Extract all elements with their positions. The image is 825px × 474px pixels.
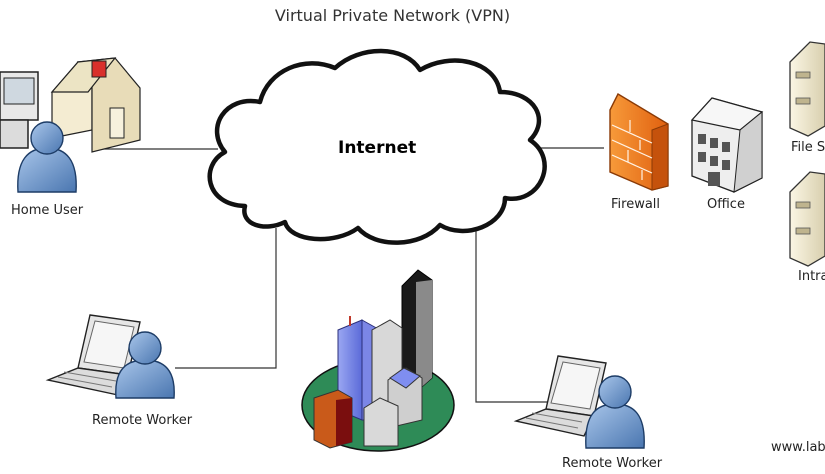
- office-building-icon: [690, 97, 764, 193]
- intranet-server-label: Intra: [798, 269, 825, 284]
- diagram-title: Virtual Private Network (VPN): [274, 6, 511, 25]
- firewall-label: Firewall: [611, 197, 661, 212]
- link-remote-bottom-internet: [475, 214, 552, 403]
- watermark-text: www.lab: [771, 440, 825, 455]
- home-user-person-icon: [17, 121, 77, 193]
- remote-worker-bottom-label: Remote Worker: [562, 456, 663, 471]
- laptop-bottom-icon: [513, 355, 607, 437]
- intranet-server-icon: [789, 171, 825, 267]
- city-buildings-icon: [301, 269, 455, 452]
- link-remote-left-internet: [175, 228, 277, 369]
- home-user-label: Home User: [11, 203, 84, 218]
- file-server-label: File S: [791, 140, 825, 155]
- connection-lines: [95, 147, 604, 403]
- remote-worker-left-label: Remote Worker: [92, 413, 193, 428]
- office-label: Office: [707, 197, 745, 212]
- internet-cloud: [207, 48, 547, 245]
- remote-worker-left-person-icon: [115, 331, 175, 399]
- firewall-icon: [609, 93, 669, 191]
- laptop-left-icon: [45, 314, 141, 396]
- home-computer-icon: [0, 71, 39, 149]
- internet-label: Internet: [338, 138, 417, 158]
- file-server-icon: [789, 41, 825, 137]
- house-icon: [50, 57, 141, 153]
- remote-worker-bottom-person-icon: [585, 375, 645, 449]
